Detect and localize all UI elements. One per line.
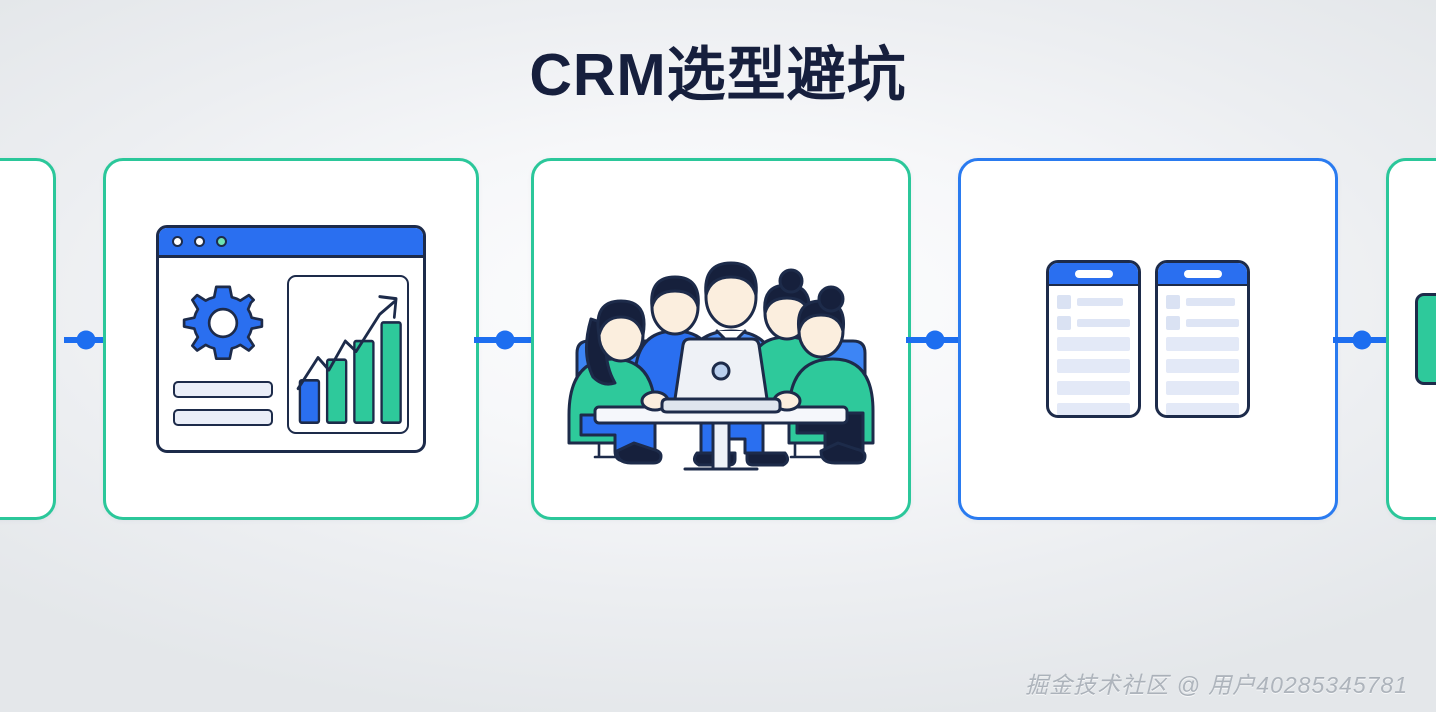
flow-card-mobile-lists[interactable] — [958, 158, 1338, 520]
window-dot-close-icon — [172, 236, 183, 247]
phone-content-2 — [1158, 286, 1247, 415]
phone-status-bar-2 — [1158, 263, 1247, 286]
phone-content-block — [1057, 337, 1130, 351]
list-thumbnail-icon — [1166, 316, 1180, 330]
person3-legs — [699, 421, 765, 455]
connector-2 — [474, 330, 536, 350]
person1-hair — [596, 299, 646, 337]
browser-window-mockup — [156, 225, 426, 453]
person4-bun — [778, 268, 804, 294]
phone-content-block — [1057, 359, 1130, 373]
growth-chart — [287, 275, 409, 434]
person1-shoe — [615, 441, 663, 465]
chart-bar-1 — [298, 378, 321, 425]
trend-arrow-head — [378, 295, 398, 319]
dashboard-illustration — [106, 161, 476, 517]
list-text-line — [1186, 298, 1235, 306]
team-meeting-illustration — [534, 161, 908, 517]
laptop-logo-icon — [711, 361, 731, 381]
list-placeholder-bar-2 — [173, 409, 273, 426]
connector-dot-3 — [925, 330, 945, 350]
partial-left-inner — [0, 161, 53, 517]
flow-card-partial-right[interactable] — [1386, 158, 1436, 520]
phone-content-block — [1166, 381, 1239, 395]
phone-pair — [1046, 260, 1250, 418]
phone-list-row — [1057, 295, 1130, 309]
phone-speaker-icon — [1074, 269, 1113, 278]
flow-card-dashboard[interactable] — [103, 158, 479, 520]
flow-card-team-meeting[interactable] — [531, 158, 911, 520]
list-thumbnail-icon — [1057, 295, 1071, 309]
list-text-line — [1077, 298, 1123, 306]
settings-panel — [173, 275, 273, 434]
chart-bar-2 — [325, 358, 348, 425]
mobile-lists-illustration — [961, 161, 1335, 517]
trend-arrow-line — [296, 300, 396, 391]
process-flow — [0, 158, 1436, 520]
phone-content-1 — [1049, 286, 1138, 415]
list-placeholder-bar-1 — [173, 381, 273, 398]
list-text-line — [1186, 319, 1239, 327]
person3-hair — [704, 261, 758, 297]
title-container: CRM选型避坑 — [0, 0, 1436, 150]
watermark-text: 掘金技术社区 @ 用户40285345781 — [1025, 672, 1408, 698]
phone-list-row — [1166, 295, 1239, 309]
phone-content-block — [1057, 381, 1130, 395]
window-dot-maximize-icon — [216, 236, 227, 247]
person2-hair — [650, 275, 700, 309]
connector-4 — [1333, 330, 1391, 350]
browser-content — [159, 258, 423, 450]
person3-shoe-right — [745, 451, 790, 467]
green-rounded-shape-icon — [1415, 293, 1436, 385]
phone-content-block — [1166, 359, 1239, 373]
person5-shoe — [819, 441, 867, 465]
phone-content-block — [1057, 403, 1130, 415]
list-thumbnail-icon — [1166, 295, 1180, 309]
connector-dot-1 — [76, 330, 96, 350]
phone-content-block — [1166, 337, 1239, 351]
connector-3 — [906, 330, 964, 350]
flow-card-partial-left[interactable] — [0, 158, 56, 520]
person5-bun — [817, 285, 845, 313]
laptop-base — [660, 397, 782, 414]
phone-mockup-1 — [1046, 260, 1141, 418]
phone-speaker-icon — [1183, 269, 1222, 278]
chart-bar-4 — [380, 321, 402, 425]
connector-1 — [64, 330, 108, 350]
table-stem — [711, 421, 731, 471]
browser-title-bar — [159, 228, 423, 258]
phone-list-row — [1057, 316, 1130, 330]
page-title: CRM选型避坑 — [529, 41, 907, 108]
list-thumbnail-icon — [1057, 316, 1071, 330]
connector-dot-4 — [1352, 330, 1372, 350]
gear-icon — [181, 281, 265, 370]
list-text-line — [1077, 319, 1130, 327]
partial-right-inner — [1389, 161, 1436, 517]
phone-mockup-2 — [1155, 260, 1250, 418]
connector-dot-2 — [495, 330, 515, 350]
window-dot-minimize-icon — [194, 236, 205, 247]
phone-content-block — [1166, 403, 1239, 415]
phone-list-row — [1166, 316, 1239, 330]
phone-status-bar-1 — [1049, 263, 1138, 286]
